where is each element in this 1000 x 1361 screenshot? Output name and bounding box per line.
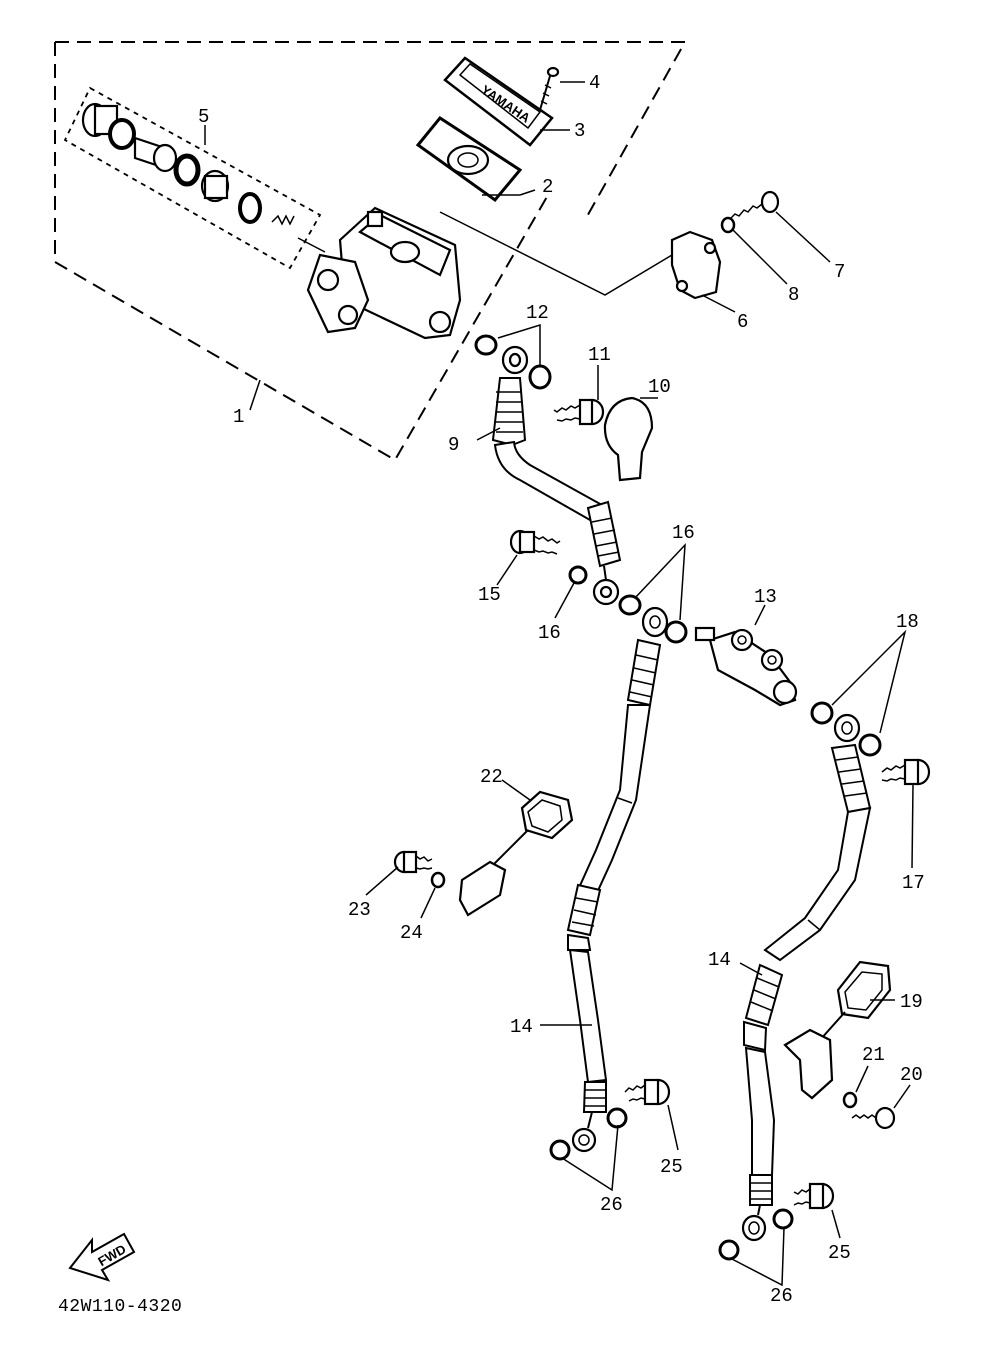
brake-hose-upper xyxy=(491,345,622,606)
brake-hose-joint xyxy=(694,626,798,707)
callout-5: 5 xyxy=(198,106,209,128)
callout-14-left: 14 xyxy=(510,1016,533,1038)
union-bolt-gaskets-right xyxy=(810,701,882,757)
master-cylinder-assembly-boundary xyxy=(54,41,687,462)
holder-bolt-left xyxy=(393,850,433,874)
callout-3: 3 xyxy=(574,120,585,142)
cap-screw xyxy=(539,66,560,111)
callout-6: 6 xyxy=(737,311,748,333)
spring-washer xyxy=(720,216,736,234)
callout-12: 12 xyxy=(526,302,549,324)
master-cylinder-body xyxy=(306,206,462,340)
piston-kit-boundary xyxy=(63,86,322,270)
callout-25-right: 25 xyxy=(828,1242,851,1264)
brake-hose-left xyxy=(566,606,669,1153)
callout-8: 8 xyxy=(788,284,799,306)
callout-4: 4 xyxy=(589,72,600,94)
callout-labels: 1 2 3 4 5 6 7 8 9 10 11 12 13 14 14 15 1… xyxy=(198,72,925,1307)
hose-holder-left xyxy=(458,790,574,917)
reservoir-diaphragm xyxy=(415,116,523,203)
holder-bolt-right xyxy=(851,1106,896,1130)
callout-20: 20 xyxy=(900,1064,923,1086)
callout-14-right: 14 xyxy=(708,949,731,971)
union-bolt-middle xyxy=(509,529,561,555)
forward-direction-arrow: FWD xyxy=(68,1232,136,1282)
callout-10: 10 xyxy=(648,376,671,398)
callout-16-right: 16 xyxy=(672,522,695,544)
washer-left xyxy=(430,871,446,889)
callout-9: 9 xyxy=(448,434,459,456)
callout-15: 15 xyxy=(478,584,501,606)
callout-19: 19 xyxy=(900,991,923,1013)
union-bolt-cover xyxy=(603,396,654,482)
callout-18: 18 xyxy=(896,611,919,633)
union-bolt-right xyxy=(881,758,931,786)
callout-22: 22 xyxy=(480,766,503,788)
callout-1: 1 xyxy=(233,406,244,428)
piston-kit xyxy=(81,102,326,253)
diagram-code: 42W110-4320 xyxy=(58,1297,182,1317)
callout-7: 7 xyxy=(834,261,845,283)
union-bolt-caliper-left xyxy=(624,1078,671,1106)
callout-2: 2 xyxy=(542,176,553,198)
callout-24: 24 xyxy=(400,922,423,944)
union-bolt-upper xyxy=(553,398,605,426)
master-cylinder-holder xyxy=(439,211,722,300)
leader-lines xyxy=(204,81,914,1287)
callout-26-left: 26 xyxy=(600,1194,623,1216)
callout-11: 11 xyxy=(588,344,611,366)
washer-right xyxy=(842,1091,858,1109)
union-bolt-caliper-right xyxy=(793,1182,835,1210)
brake-hose-right xyxy=(741,713,872,1242)
callout-26-right: 26 xyxy=(770,1285,793,1307)
callout-21: 21 xyxy=(862,1044,885,1066)
callout-16-left: 16 xyxy=(538,622,561,644)
union-bolt-gaskets-top xyxy=(474,334,552,390)
callout-23: 23 xyxy=(348,899,371,921)
holder-bolt xyxy=(729,190,780,220)
union-bolt-gaskets-caliper-right xyxy=(718,1208,794,1261)
callout-13: 13 xyxy=(754,586,777,608)
union-bolt-gaskets-middle xyxy=(568,565,688,644)
union-bolt-gaskets-caliper-left xyxy=(549,1107,628,1161)
hose-holder-right xyxy=(783,960,892,1100)
callout-17: 17 xyxy=(902,872,925,894)
callout-25-left: 25 xyxy=(660,1156,683,1178)
